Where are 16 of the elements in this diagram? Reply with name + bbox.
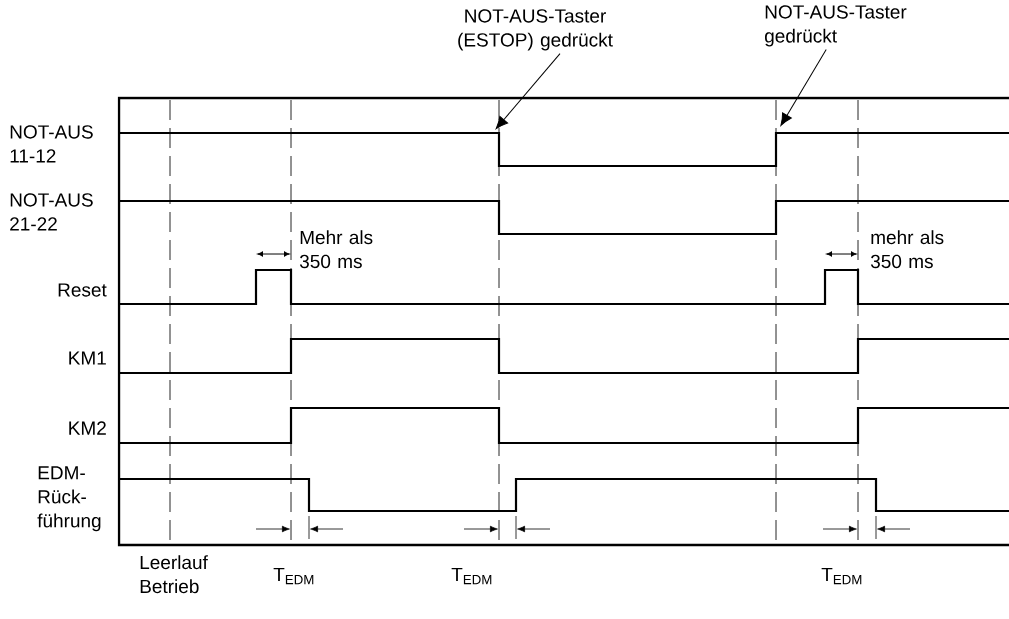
signal-label: NOT-AUS 21-22 <box>10 193 93 231</box>
duration-label: mehr als 350 ms <box>870 230 944 269</box>
signal-label: Reset <box>58 283 107 297</box>
duration-label: Mehr als 350 ms <box>299 230 373 269</box>
leader-arrow <box>780 49 827 126</box>
leader-arrow <box>495 53 561 130</box>
time-label: T$_{EDM}$ <box>273 567 314 585</box>
annotation-text: NOT-AUS-Taster gedrückt <box>765 5 907 47</box>
signal-label: EDM- Rück- führung <box>37 466 101 532</box>
time-label: T$_{EDM}$ <box>451 567 492 585</box>
time-label: T$_{EDM}$ <box>821 567 862 585</box>
annotation-text: NOT-AUS-Taster (ESTOP) gedrückt <box>458 9 613 51</box>
signal-label: KM1 <box>69 351 106 365</box>
signal-label: NOT-AUS 11-12 <box>10 125 93 163</box>
phase-label: Leerlauf Betrieb <box>140 555 208 594</box>
signal-label: KM2 <box>69 421 106 435</box>
